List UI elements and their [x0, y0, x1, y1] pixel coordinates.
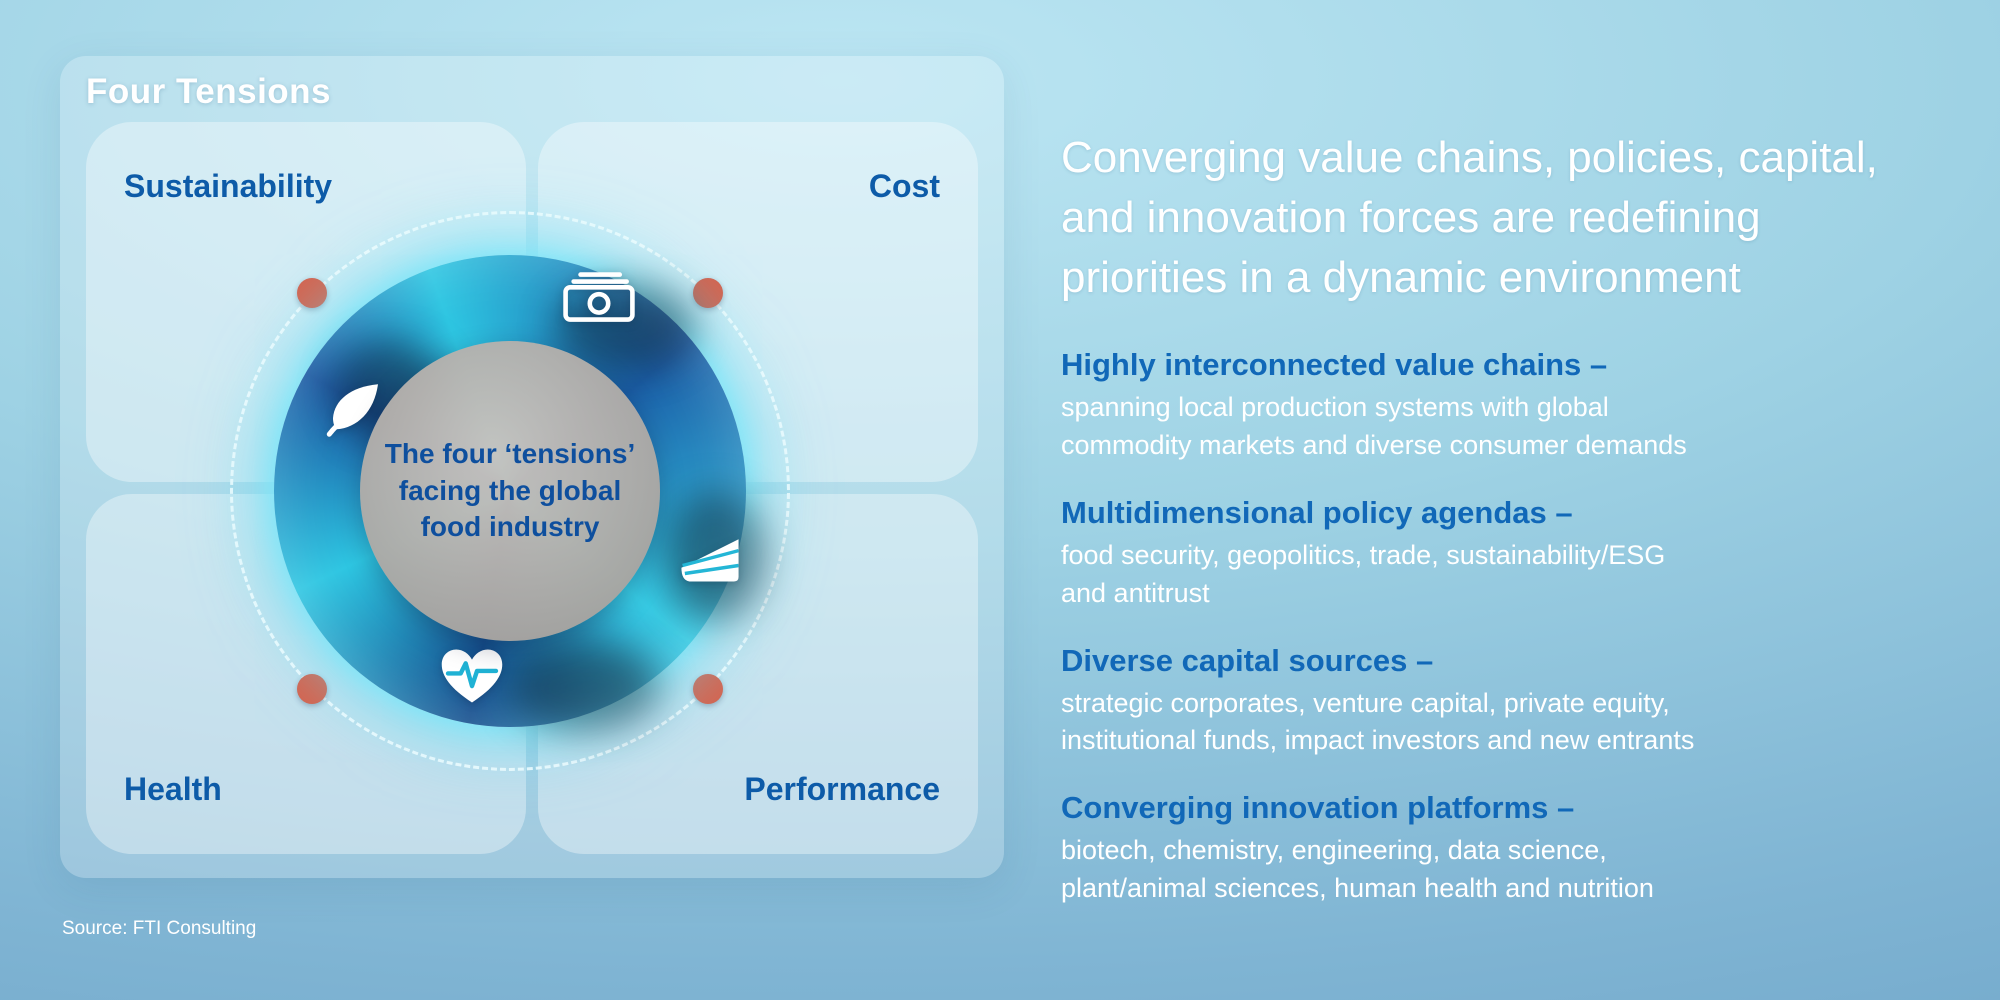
- leaf-icon: [323, 378, 383, 438]
- tension-dot-bottom-left: [297, 674, 327, 704]
- section-value-chains: Highly interconnected value chains – spa…: [1061, 347, 1961, 465]
- section-title: Highly interconnected value chains –: [1061, 347, 1608, 383]
- tension-dot-bottom-right: [693, 674, 723, 704]
- center-circle: The four ‘tensions’ facing the global fo…: [360, 341, 660, 641]
- headline: Converging value chains, policies, capit…: [1061, 133, 1878, 302]
- center-caption: The four ‘tensions’ facing the global fo…: [384, 438, 636, 543]
- tension-dot-top-left: [297, 278, 327, 308]
- quadrant-label-cost: Cost: [868, 168, 940, 204]
- section-innovation-platforms: Converging innovation platforms – biotec…: [1061, 790, 1961, 908]
- section-title: Diverse capital sources –: [1061, 642, 1434, 678]
- dashed-circle: [230, 211, 790, 771]
- four-tensions-panel: Four Tensions Sustainability Cost Health…: [60, 56, 1004, 878]
- tension-dot-top-right: [693, 278, 723, 308]
- money-icon: [562, 270, 636, 323]
- section-body: food security, geopolitics, trade, susta…: [1061, 540, 1666, 608]
- quadrant-label-sustainability: Sustainability: [124, 168, 333, 204]
- quadrant-label-health: Health: [124, 771, 222, 807]
- right-column: Converging value chains, policies, capit…: [1061, 128, 1961, 938]
- section-body: biotech, chemistry, engineering, data sc…: [1061, 835, 1654, 904]
- heartbeat-icon: [439, 647, 505, 705]
- quadrant-label-performance: Performance: [744, 771, 940, 807]
- section-capital-sources: Diverse capital sources – strategic corp…: [1061, 643, 1961, 761]
- section-title: Multidimensional policy agendas –: [1061, 495, 1573, 531]
- section-title: Converging innovation platforms –: [1061, 790, 1575, 826]
- cake-slice-icon: [678, 531, 742, 584]
- section-body: strategic corporates, venture capital, p…: [1061, 687, 1695, 756]
- section-policy-agendas: Multidimensional policy agendas – food s…: [1061, 495, 1961, 613]
- source-text: Source: FTI Consulting: [62, 918, 257, 939]
- section-body: spanning local production systems with g…: [1061, 392, 1687, 461]
- panel-title: Four Tensions: [86, 72, 332, 111]
- tensions-diagram: The four ‘tensions’ facing the global fo…: [210, 191, 810, 791]
